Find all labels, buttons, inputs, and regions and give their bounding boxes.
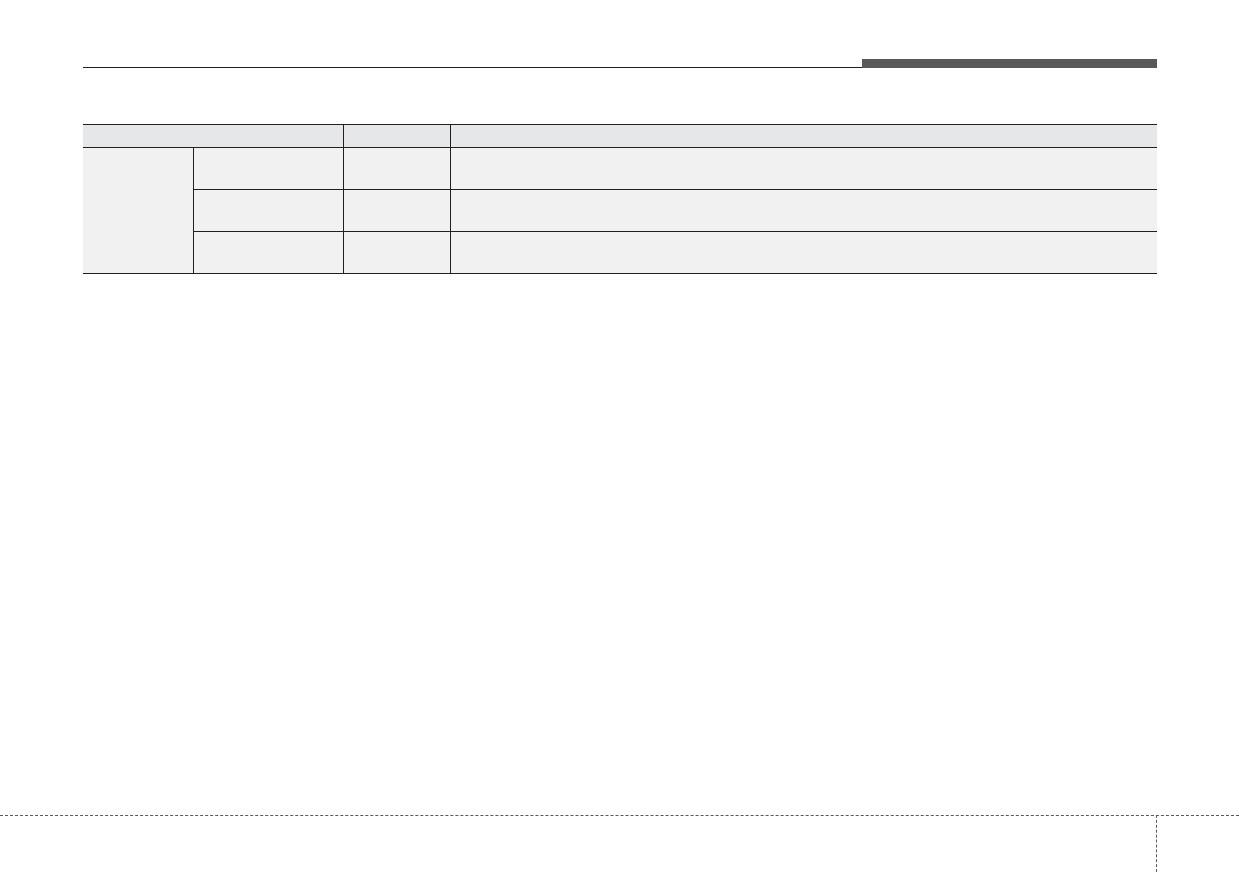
remarks-cell: [449, 231, 1157, 274]
sub-item-cell: [192, 231, 343, 274]
footer-page-divider: [1156, 815, 1157, 872]
header-specification: [342, 124, 450, 148]
sub-item-cell: [192, 147, 343, 190]
remarks-cell: [449, 147, 1157, 190]
remarks-cell: [449, 189, 1157, 232]
group-label-cell: [83, 147, 193, 274]
table-row: [83, 147, 1157, 274]
header-rule: [83, 67, 863, 68]
specification-cell: [342, 147, 450, 190]
specification-cell: [342, 189, 450, 232]
sub-item-cell: [192, 189, 343, 232]
specification-cell: [342, 231, 450, 274]
footer-dashed-rule: [0, 815, 1239, 816]
spec-table: [83, 124, 1157, 274]
header-remarks: [449, 124, 1157, 148]
table-row: [83, 189, 1157, 232]
table-row: [83, 231, 1157, 274]
section-tab: [862, 59, 1157, 68]
table-header-row: [83, 124, 1157, 148]
header-item: [83, 124, 343, 148]
